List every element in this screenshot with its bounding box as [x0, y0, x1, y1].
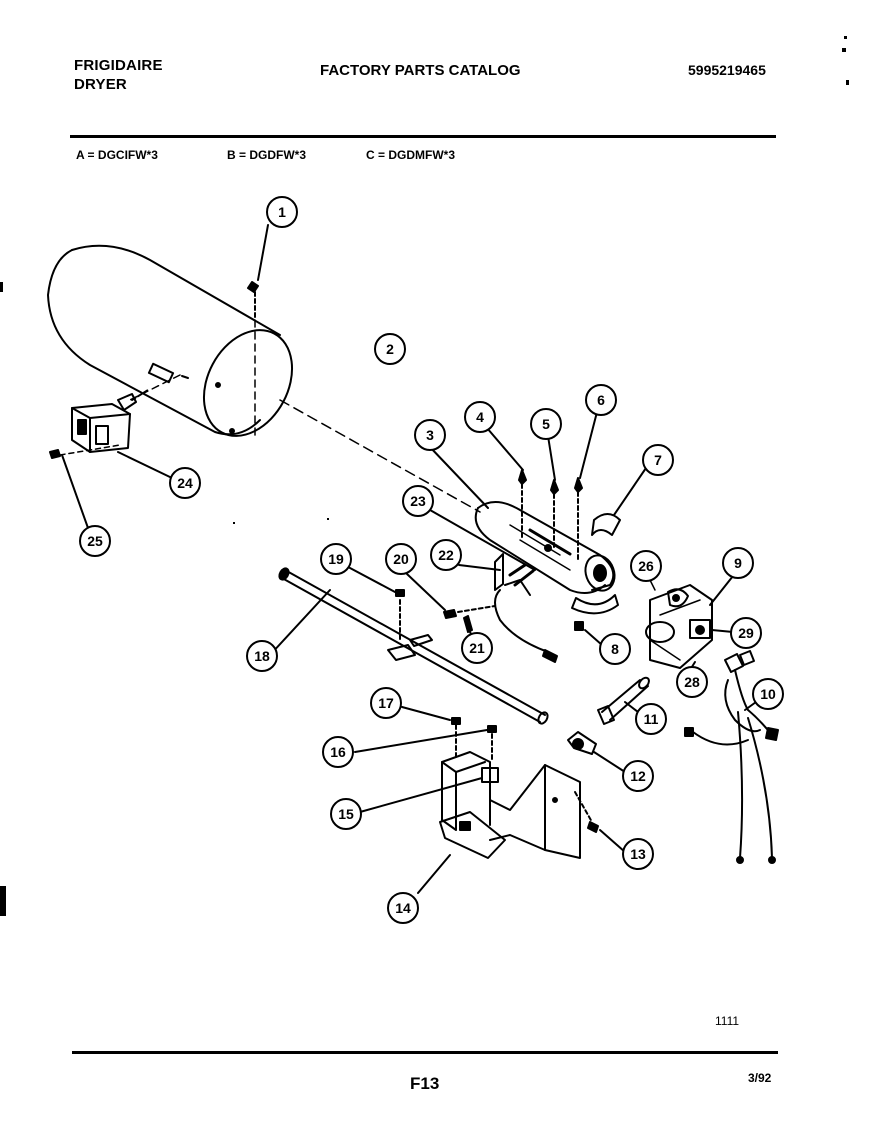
- callout-7-label: 7: [654, 452, 662, 468]
- diagram-code: 1111: [715, 1014, 740, 1028]
- callout-13: 13: [622, 838, 654, 870]
- model-a: A = DGCIFW*3: [76, 148, 158, 162]
- callout-15: 15: [330, 798, 362, 830]
- callout-18: 18: [246, 640, 278, 672]
- callout-24-label: 24: [177, 475, 193, 491]
- gas-tube: [269, 567, 549, 725]
- callout-26: 26: [630, 550, 662, 582]
- scan-edge-mark-top: [0, 282, 3, 292]
- callout-7: 7: [642, 444, 674, 476]
- callout-4-label: 4: [476, 409, 484, 425]
- callout-17-label: 17: [378, 695, 394, 711]
- callout-8-label: 8: [611, 641, 619, 657]
- footer-rule: [72, 1051, 778, 1054]
- burner-housing: [474, 501, 616, 595]
- callout-5-label: 5: [542, 416, 550, 432]
- callout-2: 2: [374, 333, 406, 365]
- callout-20: 20: [385, 543, 417, 575]
- callout-1-label: 1: [278, 204, 286, 220]
- callout-9-label: 9: [734, 555, 742, 571]
- callout-8: 8: [599, 633, 631, 665]
- callout-18-label: 18: [254, 648, 270, 664]
- callout-3-label: 3: [426, 427, 434, 443]
- callout-19-label: 19: [328, 551, 344, 567]
- callout-11: 11: [635, 703, 667, 735]
- callout-26-label: 26: [638, 558, 654, 574]
- callout-29: 29: [730, 617, 762, 649]
- callout-14-label: 14: [395, 900, 411, 916]
- switch-assembly: [71, 389, 149, 453]
- callout-23-label: 23: [410, 493, 426, 509]
- product-type: DRYER: [74, 76, 127, 93]
- callout-10-label: 10: [760, 686, 776, 702]
- callout-2-label: 2: [386, 341, 394, 357]
- callout-15-label: 15: [338, 806, 354, 822]
- callout-25: 25: [79, 525, 111, 557]
- model-b: B = DGDFW*3: [227, 148, 307, 162]
- wiring-harness: [684, 650, 779, 864]
- callout-17: 17: [370, 687, 402, 719]
- model-c: C = DGDMFW*3: [366, 148, 456, 162]
- callout-28-label: 28: [684, 674, 700, 690]
- header-rule: [70, 135, 776, 138]
- callout-16: 16: [322, 736, 354, 768]
- mounting-screws: [486, 411, 598, 561]
- callout-14: 14: [387, 892, 419, 924]
- callout-25-label: 25: [87, 533, 103, 549]
- callout-3: 3: [414, 419, 446, 451]
- callout-12-label: 12: [630, 768, 646, 784]
- catalog-title: FACTORY PARTS CATALOG: [320, 62, 521, 79]
- scan-edge-mark-bottom: [0, 886, 6, 916]
- callout-22: 22: [430, 539, 462, 571]
- callout-21-label: 21: [469, 640, 485, 656]
- callout-24: 24: [169, 467, 201, 499]
- callout-12: 12: [622, 760, 654, 792]
- callout-11-label: 11: [644, 711, 659, 727]
- brand-block: FRIGIDAIRE DRYER: [74, 56, 163, 94]
- drum-screw: [247, 224, 269, 321]
- callout-23: 23: [402, 485, 434, 517]
- callout-1: 1: [266, 196, 298, 228]
- brand-name: FRIGIDAIRE: [74, 57, 163, 74]
- callout-6-label: 6: [597, 392, 605, 408]
- valve-bracket: [359, 751, 581, 894]
- callout-9: 9: [722, 547, 754, 579]
- callout-29-label: 29: [738, 625, 754, 641]
- callout-28: 28: [676, 666, 708, 698]
- callout-21: 21: [461, 632, 493, 664]
- drum: [47, 244, 294, 437]
- callout-22-label: 22: [438, 547, 454, 563]
- callout-4: 4: [464, 401, 496, 433]
- gas-valve: [644, 569, 734, 671]
- catalog-part-number: 5995219465: [688, 62, 766, 78]
- callout-13-label: 13: [630, 846, 646, 862]
- page-number: F13: [410, 1074, 440, 1093]
- callout-10: 10: [752, 678, 784, 710]
- callout-5: 5: [530, 408, 562, 440]
- callout-20-label: 20: [393, 551, 409, 567]
- revision-date: 3/92: [748, 1071, 772, 1085]
- callout-16-label: 16: [330, 744, 346, 760]
- callout-6: 6: [585, 384, 617, 416]
- callout-19: 19: [320, 543, 352, 575]
